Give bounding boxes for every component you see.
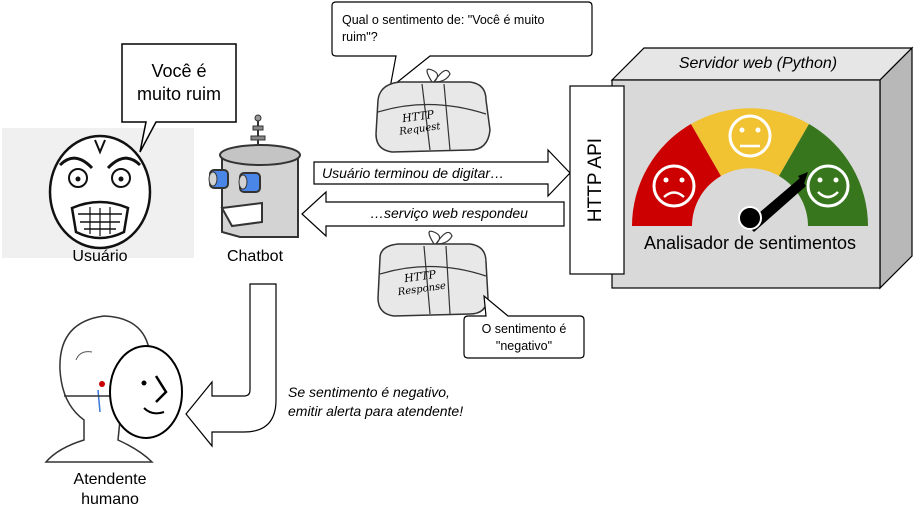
alert-text-line: emitir alerta para atendente!: [288, 403, 464, 419]
user-speech-line: muito ruim: [136, 84, 221, 104]
response-answer-bubble: [463, 294, 585, 359]
attendant-label-line: humano: [81, 491, 139, 508]
http-request-package-image: [375, 68, 491, 153]
arrow-to-server: [313, 148, 571, 198]
chatbot-robot-head-image: [208, 114, 301, 238]
http-api-block: [569, 85, 625, 275]
gauge-needle: [738, 172, 808, 232]
sad-face-icon: [652, 164, 696, 208]
happy-face-icon: [806, 164, 850, 208]
alert-text: Se sentimento é negativo, emitir alerta …: [288, 383, 528, 421]
from-server-arrow-text: …serviço web respondeu: [370, 205, 528, 221]
request-question-line: Qual o sentimento de: "Você é muito: [342, 13, 545, 27]
response-answer-line: "negativo": [495, 339, 553, 353]
analyzer-label: Analisador de sentimentos: [643, 233, 857, 253]
human-attendant-image: [44, 315, 183, 463]
sentiment-gauge: [632, 108, 868, 232]
to-server-arrow-text: Usuário terminou de digitar…: [322, 165, 505, 181]
user-speech-bubble: [121, 43, 237, 153]
response-answer-line: O sentimento é: [481, 322, 567, 336]
gauge-negative-segment: [632, 124, 721, 226]
alert-text-line: Se sentimento é negativo,: [288, 384, 450, 400]
http-response-package-image: [377, 230, 489, 317]
request-question-line: ruim"?: [342, 30, 378, 44]
gauge-neutral-segment: [691, 108, 809, 176]
http-api-label: HTTP API: [585, 137, 606, 223]
attendant-label: Atendente humano: [50, 470, 170, 510]
neutral-face-icon: [728, 114, 772, 158]
user-speech-text: Você é muito ruim: [122, 60, 236, 106]
gauge-positive-segment: [779, 124, 868, 226]
response-answer-text: O sentimento é "negativo": [464, 321, 584, 355]
server-title: Servidor web (Python): [678, 55, 838, 72]
arrow-from-server: [301, 190, 565, 238]
request-question-bubble: [331, 1, 593, 90]
request-question-text: Qual o sentimento de: "Você é muito ruim…: [342, 12, 592, 46]
chatbot-label: Chatbot: [226, 248, 284, 265]
alert-arrow: [185, 283, 277, 448]
user-speech-line: Você é: [151, 61, 207, 81]
user-rage-face-image: [2, 128, 194, 258]
attendant-label-line: Atendente: [73, 471, 147, 488]
user-label: Usuário: [72, 248, 128, 265]
